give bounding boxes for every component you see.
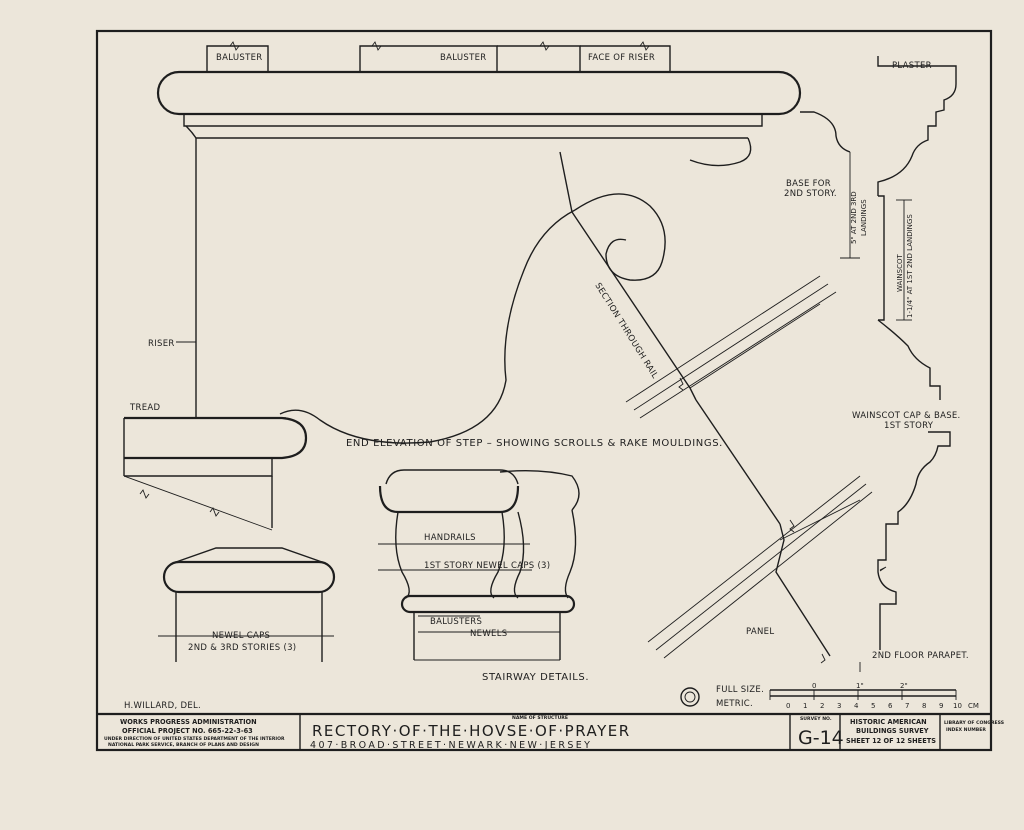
scale-inch-0: 0 <box>812 682 816 690</box>
label-wainscot-line2: 1-1/4" AT 1ST 2ND LANDINGS <box>906 214 914 318</box>
stairway-details-title: STAIRWAY DETAILS. <box>482 672 589 683</box>
scale-cm-5: 5 <box>871 702 875 710</box>
label-second-floor-parapet: 2ND FLOOR PARAPET. <box>872 651 969 661</box>
label-base-for-2nd-line1: BASE FOR <box>786 179 831 189</box>
label-face-of-riser: FACE OF RISER <box>588 53 655 63</box>
end-elevation-caption: END ELEVATION OF STEP – SHOWING SCROLLS … <box>346 438 723 449</box>
scale-cm-1: 1 <box>803 702 807 710</box>
label-handrails: HANDRAILS <box>424 533 476 543</box>
wpa-line-3: UNDER DIRECTION OF UNITED STATES DEPARTM… <box>104 736 285 742</box>
label-newel-caps-line2: 2ND & 3RD STORIES (3) <box>188 643 296 653</box>
label-wainscot-cap-base-line2: 1ST STORY <box>884 421 934 431</box>
label-base-for-2nd-line2: 2ND STORY. <box>784 189 837 199</box>
scale-inch-1: 1" <box>856 682 864 690</box>
scale-cm-2: 2 <box>820 702 824 710</box>
scale-cm-unit: CM <box>968 702 979 710</box>
rake-moulding <box>571 211 873 664</box>
scale-cm-4: 4 <box>854 702 859 710</box>
label-at-landings-line2: LANDINGS <box>860 199 868 236</box>
label-plaster: PLASTER <box>892 61 932 71</box>
structure-address: 407·BROAD·STREET·NEWARK·NEW·JERSEY <box>310 740 592 751</box>
label-first-story-newel-caps: 1ST STORY NEWEL CAPS (3) <box>424 561 550 571</box>
scale-cm-10: 10 <box>953 702 962 710</box>
habs-line-2: BUILDINGS SURVEY <box>856 727 929 735</box>
newel-caps-upper-stories <box>158 547 336 662</box>
scale-inch-2: 2" <box>900 682 908 690</box>
end-elevation-scroll <box>123 138 666 531</box>
scale-cm-3: 3 <box>837 702 841 710</box>
rail-top-elevation <box>156 41 802 167</box>
label-full-size: FULL SIZE. <box>716 685 764 695</box>
scale-cm-6: 6 <box>888 702 893 710</box>
label-panel: PANEL <box>746 627 774 637</box>
label-wainscot-line1: WAINSCOT <box>896 254 904 292</box>
survey-number: G-14 <box>798 727 844 749</box>
habs-line-1: HISTORIC AMERICAN <box>850 718 927 726</box>
delineator-credit: H.WILLARD, DEL. <box>124 701 201 711</box>
corner-stamp-line-2: INDEX NUMBER <box>946 727 986 733</box>
corner-stamp-line-1: LIBRARY OF CONGRESS <box>944 720 1004 726</box>
scale-bar <box>680 687 957 707</box>
wainscot-profiles <box>800 56 957 672</box>
label-tread: TREAD <box>129 403 160 413</box>
wpa-line-1: WORKS PROGRESS ADMINISTRATION <box>120 718 257 726</box>
label-baluster-2: BALUSTER <box>440 53 486 63</box>
newel-caps-first-story <box>378 469 580 661</box>
structure-name: RECTORY·OF·THE·HOVSE·OF·PRAYER <box>312 722 631 740</box>
drawing-border <box>95 29 993 752</box>
title-block <box>97 712 991 750</box>
label-newel-caps-line1: NEWEL CAPS <box>212 631 270 641</box>
label-metric: METRIC. <box>716 699 753 709</box>
scale-cm-9: 9 <box>939 702 943 710</box>
wpa-line-4: NATIONAL PARK SERVICE, BRANCH OF PLANS A… <box>108 742 259 748</box>
scale-cm-labels: 0 1 2 3 4 5 6 7 8 9 10 CM <box>786 702 979 710</box>
label-at-landings-line1: 5" AT 2ND 3RD <box>850 191 858 244</box>
scale-cm-7: 7 <box>905 702 909 710</box>
scale-cm-0: 0 <box>786 702 790 710</box>
sheet-info: SHEET 12 OF 12 SHEETS <box>846 737 936 745</box>
scale-cm-8: 8 <box>922 702 926 710</box>
label-balusters: BALUSTERS <box>430 617 482 627</box>
name-of-structure-label: NAME OF STRUCTURE <box>512 715 568 721</box>
survey-no-label: SURVEY NO. <box>800 716 832 722</box>
label-riser: RISER <box>148 339 175 349</box>
label-wainscot-cap-base-line1: WAINSCOT CAP & BASE. <box>852 411 961 421</box>
label-baluster-1: BALUSTER <box>216 53 262 63</box>
label-newels: NEWELS <box>470 629 507 639</box>
wpa-line-2: OFFICIAL PROJECT NO. 665-22-3-63 <box>122 727 253 735</box>
